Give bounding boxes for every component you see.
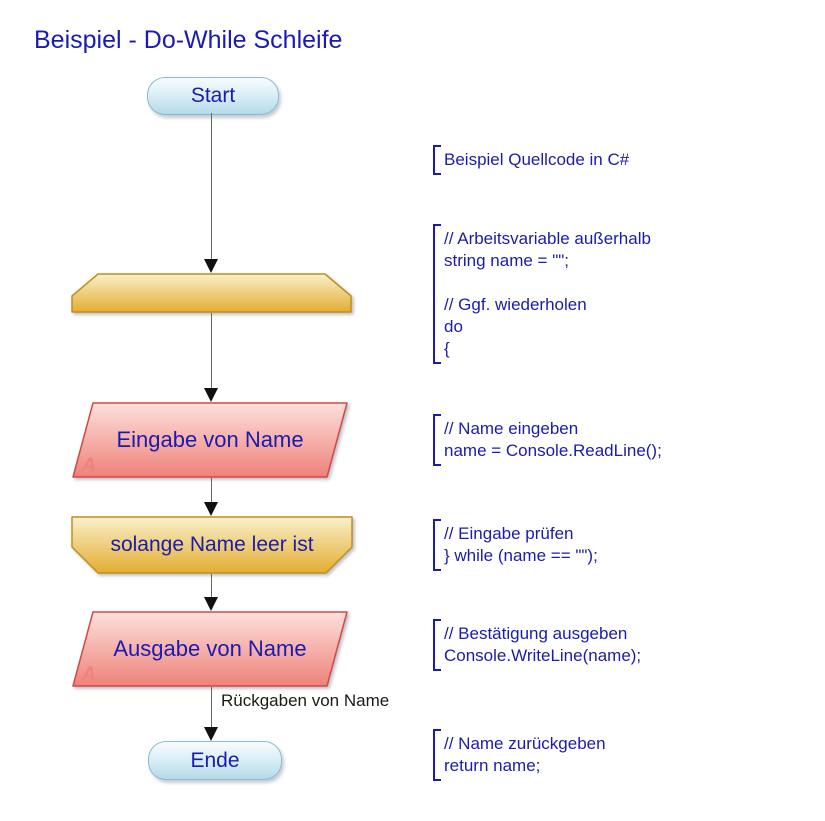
flowchart-node-end: Ende [148, 741, 282, 780]
arrowhead-icon [204, 388, 218, 402]
code-block-header: Beispiel Quellcode in C# [433, 145, 630, 175]
code-line: // Eingabe prüfen [444, 524, 574, 543]
flowchart-node-input: Eingabe von Name A [72, 402, 348, 478]
io-marker-a: A [82, 664, 96, 685]
connector-line [211, 313, 212, 389]
flowchart-node-start: Start [147, 77, 279, 115]
bracket-icon [433, 145, 441, 175]
code-line: string name = ""; [444, 251, 569, 270]
output-parallelogram-shape [72, 611, 348, 687]
code-line: return name; [444, 756, 541, 775]
code-line: Beispiel Quellcode in C# [444, 150, 630, 169]
arrowhead-icon [204, 502, 218, 516]
bracket-icon [433, 519, 441, 571]
io-marker-a: A [82, 455, 96, 476]
code-line: // Name eingeben [444, 419, 579, 438]
code-line: } while (name == ""); [444, 546, 598, 565]
code-line: do [444, 317, 463, 336]
arrowhead-icon [204, 259, 218, 273]
bracket-icon [433, 619, 441, 671]
code-block-return: // Name zurückgeben return name; [433, 729, 606, 781]
code-line: Console.WriteLine(name); [444, 646, 642, 665]
start-label: Start [190, 84, 236, 107]
code-line: name = Console.ReadLine(); [444, 441, 662, 460]
loop-begin-label [71, 273, 352, 313]
bracket-icon [433, 224, 441, 364]
output-label: Ausgabe von Name [113, 636, 307, 661]
arrowhead-icon [204, 727, 218, 741]
loop-end-label: solange Name leer ist [110, 533, 314, 556]
bracket-icon [433, 729, 441, 781]
loop-begin-shape [71, 273, 352, 313]
loop-end-shape [71, 516, 353, 574]
code-line: // Bestätigung ausgeben [444, 624, 628, 643]
code-line: // Arbeitsvariable außerhalb [444, 229, 651, 248]
connector-line [211, 574, 212, 598]
flowchart-node-loop-end: solange Name leer ist [71, 516, 353, 574]
code-line: { [444, 339, 450, 358]
input-parallelogram-shape [72, 402, 348, 478]
code-block-write: // Bestätigung ausgeben Console.WriteLin… [433, 619, 642, 671]
edge-label: Rückgaben von Name [221, 691, 390, 710]
connector-line [211, 478, 212, 503]
connector-line [211, 687, 212, 728]
code-block-while: // Eingabe prüfen } while (name == ""); [433, 519, 598, 571]
arrowhead-icon [204, 597, 218, 611]
code-block-read: // Name eingeben name = Console.ReadLine… [433, 414, 662, 466]
bracket-icon [433, 414, 441, 466]
end-label: Ende [190, 748, 240, 772]
flowchart-node-output: Ausgabe von Name A [72, 611, 348, 687]
connector-line [211, 113, 212, 260]
flowchart-node-loop-begin [71, 273, 352, 313]
code-block-declaration: // Arbeitsvariable außerhalb string name… [433, 224, 651, 364]
input-label: Eingabe von Name [116, 427, 304, 452]
code-line: // Name zurückgeben [444, 734, 606, 753]
code-line [444, 272, 651, 294]
code-line: // Ggf. wiederholen [444, 295, 587, 314]
page-title: Beispiel - Do-While Schleife [34, 26, 343, 54]
